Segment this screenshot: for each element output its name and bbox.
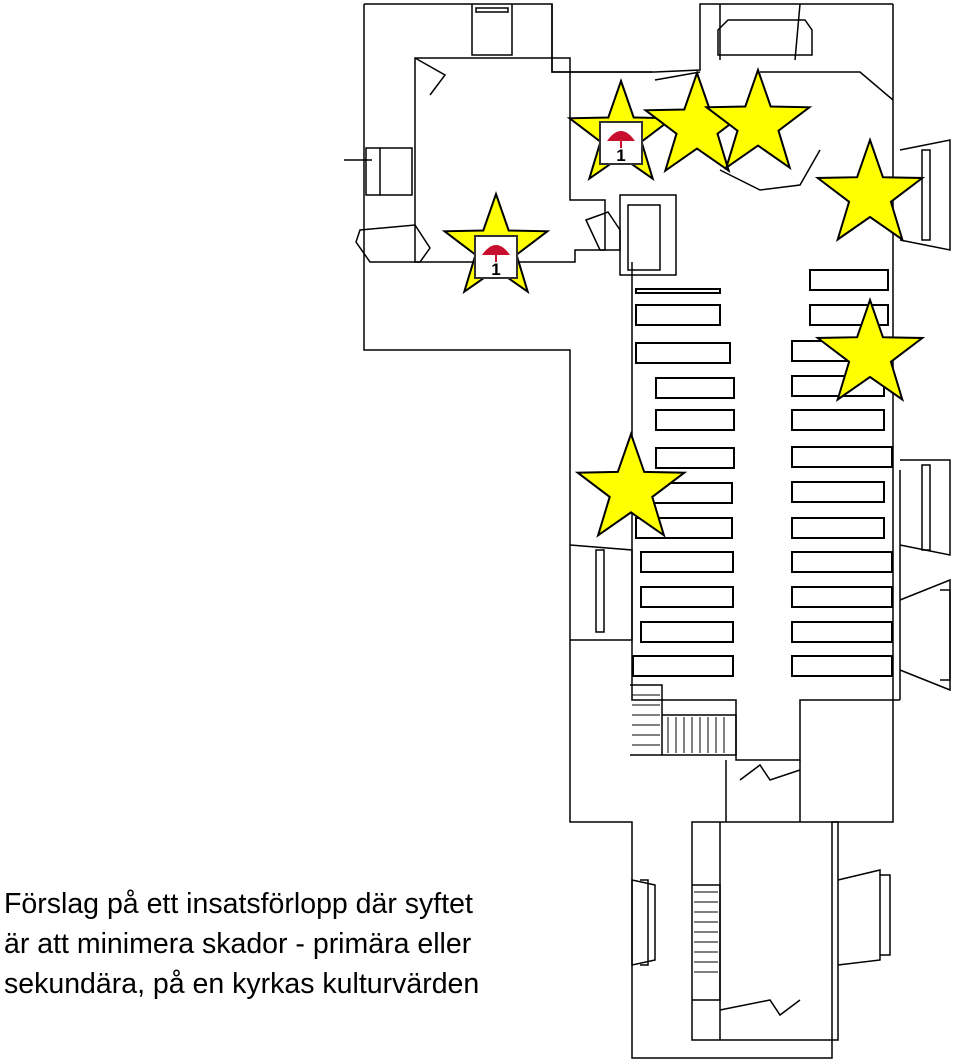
pew (635, 288, 721, 294)
umbrella-icon (607, 131, 635, 148)
pew (791, 586, 893, 608)
priority-label: 1 (616, 146, 625, 165)
pew (632, 655, 734, 677)
star-icon (703, 66, 813, 171)
star-icon (814, 136, 926, 242)
caption-line-3: sekundära, på en kyrkas kulturvärden (4, 968, 480, 1000)
pew (635, 304, 721, 326)
star-icon (574, 430, 688, 538)
pew (655, 447, 735, 469)
caption-line-2: är att minimera skador - primära eller (4, 928, 472, 960)
pew (791, 621, 893, 643)
pew (640, 551, 734, 573)
caption: Förslag på ett insatsförlopp där syftet … (4, 884, 604, 1004)
pew (791, 517, 885, 539)
pew (791, 481, 885, 503)
pew (791, 551, 893, 573)
pew (791, 655, 893, 677)
walls (344, 3, 951, 1059)
priority-marker: 1 (599, 121, 643, 165)
pew (791, 409, 885, 431)
pew (635, 342, 731, 364)
pew (809, 269, 889, 291)
pews (632, 269, 893, 677)
pew (655, 377, 735, 399)
pew (655, 409, 735, 431)
priority-label: 1 (491, 260, 500, 279)
priority-marker: 1 (474, 235, 518, 279)
pew (791, 375, 885, 397)
pew (640, 621, 734, 643)
caption-line-1: Förslag på ett insatsförlopp där syftet (4, 888, 473, 920)
stair-treads (632, 694, 725, 973)
umbrella-icon (482, 245, 510, 262)
star-icon (814, 296, 926, 402)
pew (791, 446, 893, 468)
pew (640, 586, 734, 608)
